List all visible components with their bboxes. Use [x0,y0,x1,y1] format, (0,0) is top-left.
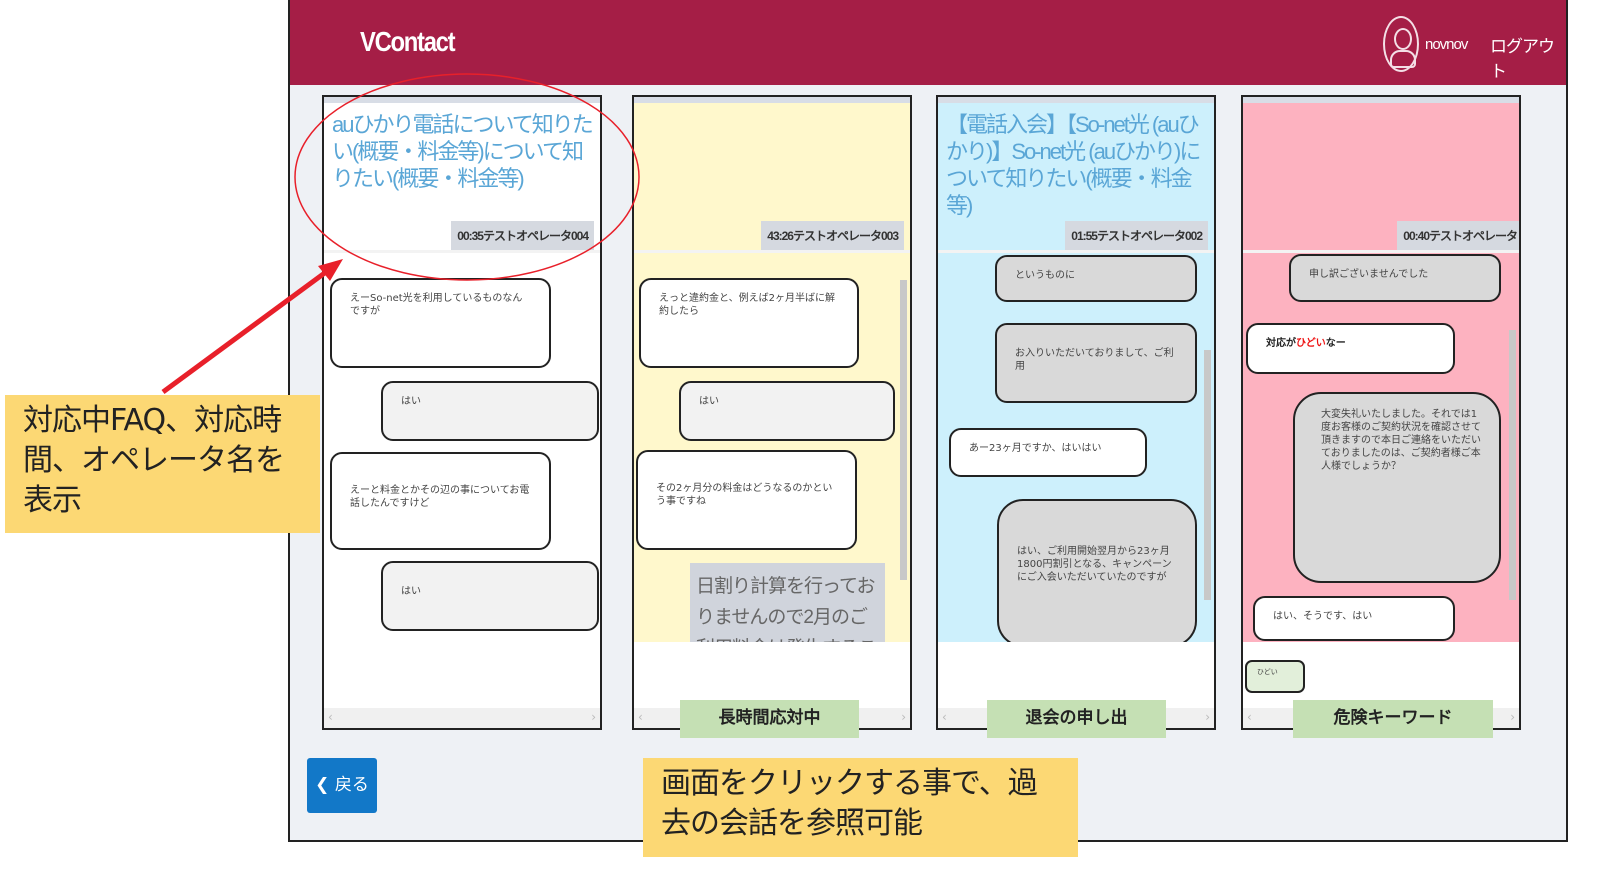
operator-badge: 00:40テストオペレータ [1397,221,1519,250]
annotation-arrow [161,269,328,395]
panel-footer [324,642,600,710]
panel-footer [938,642,1214,710]
panel-header: 【電話入会】【So-net光 (auひかり)】So-net光 (auひかり)につ… [938,97,1214,250]
operator-badge: 43:26テストオペレータ003 [761,221,904,250]
vertical-scrollbar[interactable] [1507,260,1516,635]
vertical-scrollbar[interactable] [898,260,907,635]
chat-log[interactable]: えっと違約金と、例えば2ヶ月半ばに解約したら はい その2ヶ月分の料金はどうなる… [634,250,910,645]
highlight-ellipse [294,73,640,281]
conversation-panel-4[interactable]: 00:40テストオペレータ 申し訳ございませんでした 対応がひどいなー 大変失礼… [1241,95,1521,730]
conversation-panel-2[interactable]: 43:26テストオペレータ003 えっと違約金と、例えば2ヶ月半ばに解約したら … [632,95,912,730]
customer-message: あー23ヶ月ですか、はいはい [949,428,1147,477]
logout-link[interactable]: ログアウト [1490,37,1555,81]
operator-message: というものに [995,255,1197,302]
operator-message: はい [679,381,895,441]
operator-message: 大変失礼いたしました。それでは1度お客様のご契約状況を確認させて頂きますので本日… [1293,392,1501,583]
customer-message: はい、そうです、はい [1253,596,1455,641]
vertical-scrollbar[interactable] [1202,260,1211,635]
operator-badge: 01:55テストオペレータ002 [1065,221,1208,250]
app-window: VContact novnov ログアウト auひかり電話について知りたい(概要… [288,0,1568,842]
conversation-panel-1[interactable]: auひかり電話について知りたい(概要・料金等)について知りたい(概要・料金等) … [322,95,602,730]
operator-badge: 00:35テストオペレータ004 [451,221,594,250]
alert-danger-keyword: 危険キーワード [1293,700,1493,738]
user-menu[interactable]: novnov [1383,16,1468,72]
panel-footer: ひどい [1243,642,1519,710]
back-button[interactable]: ❮ 戻る [307,758,377,813]
faq-answer-text: 日割り計算を行っておりませんので2月のご利用料金は発生することになりますので [690,563,885,645]
operator-message: お入りいただいておりまして、ご利用 [995,323,1197,403]
operator-message: はい [381,381,599,441]
annotation-history: 画面をクリックする事で、過去の会話を参照可能 [643,758,1078,857]
arrow-head-icon [318,259,343,281]
faq-title: 【電話入会】【So-net光 (auひかり)】So-net光 (auひかり)につ… [946,112,1201,218]
customer-message: 対応がひどいなー [1246,323,1455,374]
user-avatar-icon [1383,16,1419,72]
danger-keyword: ひどい [1296,338,1326,349]
customer-message: えーと料金とかその辺の事についてお電話したんですけど [330,452,551,550]
panel-footer [634,642,910,710]
keyword-tag: ひどい [1245,660,1305,693]
operator-message: はい [381,561,599,631]
operator-message: 申し訳ございませんでした [1289,254,1501,302]
customer-message: えっと違約金と、例えば2ヶ月半ばに解約したら [639,278,859,368]
brand-logo: VContact [360,26,456,57]
panel-header: auひかり電話について知りたい(概要・料金等)について知りたい(概要・料金等) … [324,97,600,250]
panel-header: 43:26テストオペレータ003 [634,97,910,250]
alert-cancellation: 退会の申し出 [987,700,1166,738]
horizontal-scrollbar[interactable]: ‹› [324,708,600,728]
user-name: novnov [1425,35,1468,53]
panel-header: 00:40テストオペレータ [1243,97,1519,250]
app-header: VContact novnov ログアウト [290,0,1566,85]
alert-long-call: 長時間応対中 [680,700,859,738]
faq-title: auひかり電話について知りたい(概要・料金等)について知りたい(概要・料金等) [332,112,594,191]
customer-message: その2ヶ月分の料金はどうなるのかという事ですね [636,450,857,550]
annotation-faq-display: 対応中FAQ、対応時間、オペレータ名を表示 [5,395,320,533]
chat-log[interactable]: 申し訳ございませんでした 対応がひどいなー 大変失礼いたしました。それでは1度お… [1243,250,1519,642]
